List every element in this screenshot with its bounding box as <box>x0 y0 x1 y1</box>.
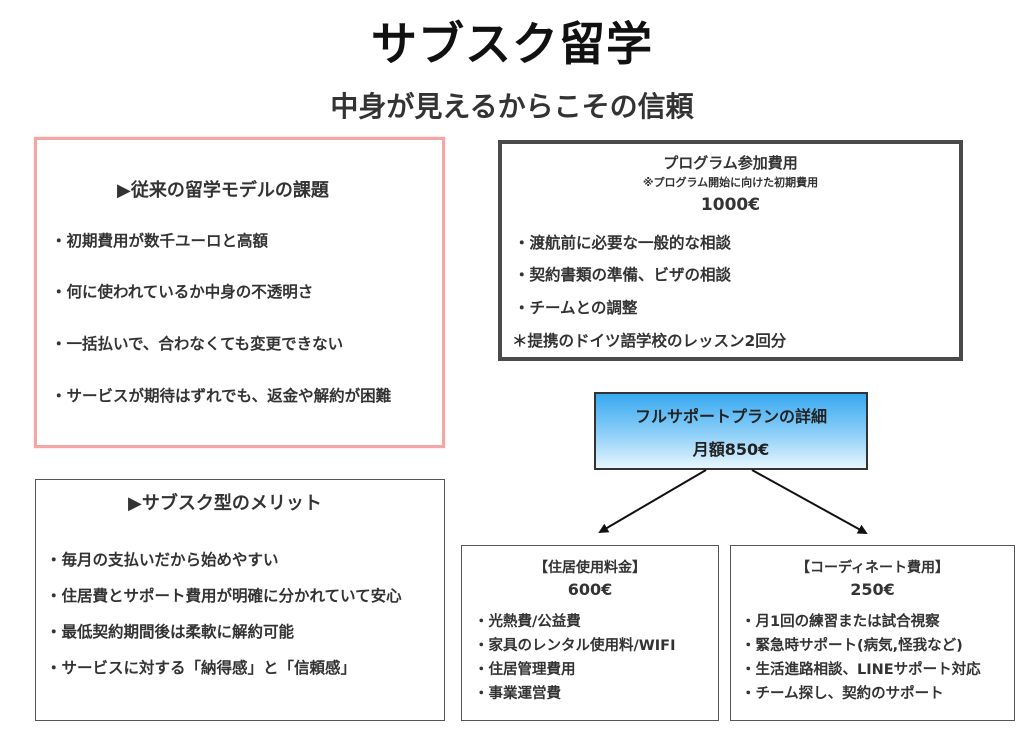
merits-box: ▶︎サブスク型のメリット ・毎月の支払いだから始めやすい ・住居費とサポート費用… <box>35 479 445 721</box>
page-subtitle: 中身が見えるからこその信頼 <box>330 90 694 123</box>
housing-item: ・光熱費/公益費 <box>474 614 581 630</box>
coordination-item: ・緊急時サポート(病気,怪我など) <box>741 638 963 654</box>
page-title: サブスク留学 <box>371 17 653 71</box>
arrow-to-coordination <box>751 469 868 534</box>
coordination-price: 250€ <box>850 580 895 599</box>
full-support-plan-box: フルサポートプランの詳細 月額850€ <box>594 392 868 470</box>
housing-item: ・家具のレンタル使用料/WIFI <box>474 638 676 654</box>
program-item: ・契約書類の準備、ビザの相談 <box>514 266 732 284</box>
program-extra: ＊提携のドイツ語学校のレッスン2回分 <box>512 332 787 350</box>
coordination-heading: 【コーディネート費用】 <box>795 560 950 576</box>
problems-heading: ▶︎従来の留学モデルの課題 <box>117 180 329 201</box>
problems-box: ▶︎従来の留学モデルの課題 ・初期費用が数千ユーロと高額 ・何に使われているか中… <box>34 137 445 448</box>
merit-item: ・最低契約期間後は柔軟に解約可能 <box>46 623 295 641</box>
problem-item: ・何に使われているか中身の不透明さ <box>51 283 314 301</box>
program-price: 1000€ <box>700 195 761 215</box>
problem-item: ・初期費用が数千ユーロと高額 <box>51 232 269 250</box>
program-item: ・渡航前に必要な一般的な相談 <box>514 234 732 252</box>
housing-item: ・住居管理費用 <box>474 662 576 678</box>
housing-price: 600€ <box>567 580 613 599</box>
arrow-to-housing <box>598 469 707 534</box>
coordination-item: ・月1回の練習または試合視察 <box>741 614 940 630</box>
housing-heading: 【住居使用料金】 <box>534 560 646 576</box>
coordination-item: ・チーム探し、契約のサポート <box>741 686 944 702</box>
program-heading: プログラム参加費用 <box>663 154 798 172</box>
plan-heading: フルサポートプランの詳細 <box>634 407 827 426</box>
program-item: ・チームとの調整 <box>514 299 638 317</box>
merit-item: ・毎月の支払いだから始めやすい <box>46 551 279 569</box>
plan-price: 月額850€ <box>692 440 770 459</box>
program-note: ※プログラム開始に向けた初期費用 <box>642 176 819 189</box>
merits-heading: ▶︎サブスク型のメリット <box>128 493 322 514</box>
merit-item: ・住居費とサポート費用が明確に分かれていて安心 <box>46 587 402 605</box>
merit-item: ・サービスに対する「納得感」と「信頼感」 <box>46 659 357 677</box>
problem-item: ・サービスが期待はずれでも、返金や解約が困難 <box>51 387 392 405</box>
coordination-fee-box: 【コーディネート費用】 250€ ・月1回の練習または試合視察 ・緊急時サポート… <box>730 545 1015 721</box>
problem-item: ・一括払いで、合わなくても変更できない <box>51 335 344 353</box>
housing-item: ・事業運営費 <box>474 686 561 702</box>
coordination-item: ・生活進路相談、LINEサポート対応 <box>741 662 981 678</box>
program-fee-box: プログラム参加費用 ※プログラム開始に向けた初期費用 1000€ ・渡航前に必要… <box>498 140 963 361</box>
housing-fee-box: 【住居使用料金】 600€ ・光熱費/公益費 ・家具のレンタル使用料/WIFI … <box>461 545 719 721</box>
